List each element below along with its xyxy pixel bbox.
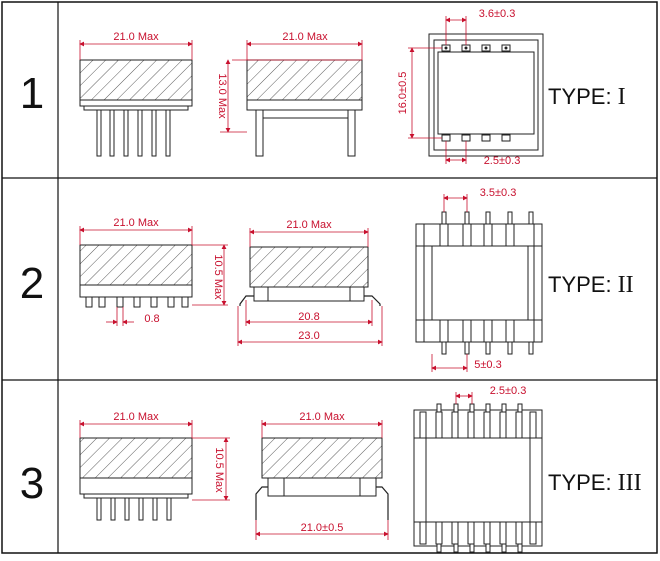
row-2-bottom-pitch-label: 5±0.3 [474,359,501,371]
row-3-side-view: 21.0 Max 21.0±0.5 [255,411,389,540]
row-1-top-height-label: 16.0±0.5 [397,72,409,115]
row-3-height-label: 10.5 Max [213,447,225,493]
row-3-front-view: 21.0 Max 10.5 Max [79,411,230,521]
row-2-side-view: 21.0 Max 20.8 23.0 [237,219,383,346]
row-1-bottom-pitch-label: 2.5±0.3 [484,155,521,167]
row-number-3: 3 [20,459,44,508]
row-2-top-view: 3.5±0.3 5±0.3 [415,187,543,372]
row-1-front-view: 21.0 Max [79,31,193,157]
row-1-top-pitch-label: 3.6±0.3 [479,8,516,20]
row-2-pin-width-label: 0.8 [144,313,159,325]
row-1-front-width-label: 21.0 Max [113,31,159,43]
row-1-top-view: 3.6±0.3 16.0±0.5 2.5±0.3 [397,8,544,167]
row-2-top-pitch-label: 3.5±0.3 [480,187,517,199]
row-3-top-pitch-label: 2.5±0.3 [490,385,527,397]
row-3-top-view: 2.5±0.3 [413,385,543,553]
row-1-side-width-label: 21.0 Max [282,31,328,43]
row-3-front-width-label: 21.0 Max [113,411,159,423]
row-2-inner-span-label: 20.8 [298,311,319,323]
row-3-side-width-label: 21.0 Max [299,411,345,423]
row-1-type-label: TYPE:I [548,84,626,110]
row-1-side-view: 21.0 Max 13.0 Max [216,31,363,157]
row-2-front-view: 21.0 Max 10.5 Max 0.8 [79,217,228,326]
row-2-front-width-label: 21.0 Max [113,217,159,229]
row-number-2: 2 [20,259,44,308]
row-2-outer-span-label: 23.0 [298,330,319,342]
row-3-span-label: 21.0±0.5 [301,522,344,534]
row-2-type-label: TYPE:II [548,272,634,298]
row-1-height-label: 13.0 Max [216,73,228,119]
row-3-type-label: TYPE:III [548,470,642,496]
row-2-side-width-label: 21.0 Max [286,219,332,231]
row-2-height-label: 10.5 Max [212,254,224,300]
row-number-1: 1 [20,69,44,118]
